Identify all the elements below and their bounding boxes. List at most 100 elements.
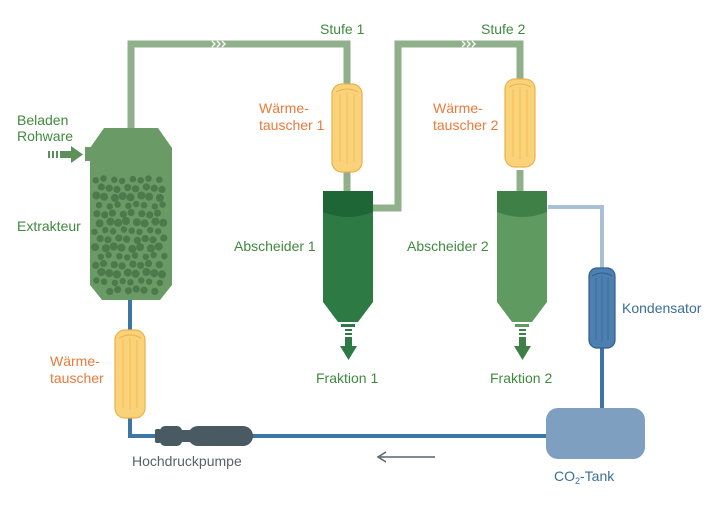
pebble: [142, 253, 149, 260]
pipe-stage1: [127, 40, 351, 128]
flow-direction-arrow-icon: [376, 451, 435, 463]
pebble: [118, 192, 127, 201]
pebble: [100, 175, 107, 182]
pebble: [123, 235, 131, 243]
fraction-1-arrow-icon: [340, 329, 357, 360]
pebble: [160, 234, 168, 242]
extractor-pebbles: [91, 175, 168, 295]
pebble: [111, 279, 119, 287]
pebble: [97, 268, 106, 276]
pebble: [132, 218, 141, 227]
pebble: [124, 184, 132, 192]
pebble: [137, 261, 145, 269]
pebble: [153, 209, 162, 217]
pebble: [127, 208, 135, 217]
flow-chevrons-stage1: [211, 40, 226, 48]
pebble: [119, 210, 127, 218]
pebble: [140, 286, 148, 294]
pebble: [91, 228, 98, 236]
pebble: [136, 243, 145, 252]
pebble: [104, 236, 112, 244]
pebble: [146, 244, 155, 253]
pebble: [96, 235, 104, 243]
pebble: [119, 277, 126, 285]
pebble: [158, 185, 166, 193]
pebble: [93, 277, 100, 284]
pebble: [149, 236, 157, 244]
pebble: [93, 210, 101, 218]
pebble: [106, 287, 114, 295]
pebble: [128, 227, 135, 234]
pebble: [111, 176, 118, 183]
pebble: [133, 200, 140, 208]
label-heat-exchanger-2: Wärme- tauscher 2: [433, 100, 499, 133]
pebble: [142, 268, 151, 276]
pebble: [150, 184, 158, 192]
pebble: [151, 217, 160, 226]
pebble: [109, 228, 117, 235]
label-heat-exchanger-0: Wärme- tauscher: [50, 353, 104, 386]
label-stage1: Stufe 1: [320, 21, 365, 37]
pebble: [125, 202, 132, 209]
pebble: [113, 270, 121, 279]
pebble: [129, 175, 137, 183]
pebble: [136, 228, 143, 236]
pebble: [140, 202, 148, 209]
pebble: [156, 279, 164, 287]
pebble: [131, 252, 139, 259]
pebble: [106, 203, 114, 210]
fraction-2-arrow-icon: [514, 329, 531, 360]
label-fraction-1: Fraktion 1: [316, 370, 378, 386]
pebble: [95, 202, 103, 209]
heat-exchanger-2: [504, 78, 536, 168]
pebble: [138, 210, 146, 218]
pebble: [151, 287, 159, 295]
pebble: [142, 183, 150, 191]
co2-tank: [546, 408, 645, 459]
separator-1: [323, 191, 373, 327]
pebble: [146, 211, 154, 219]
pebble: [92, 261, 100, 269]
pebble: [159, 218, 168, 227]
pebble: [105, 251, 112, 259]
heat-exchanger-1: [331, 83, 363, 173]
pebble: [132, 185, 140, 193]
label-extractor: Extrakteur: [17, 218, 81, 234]
pebble: [102, 226, 109, 234]
pebble: [144, 259, 153, 268]
separator-2: [497, 191, 547, 327]
pebble: [118, 177, 126, 185]
flow-chevrons-stage2: [461, 40, 476, 48]
pebble: [126, 193, 135, 202]
label-fraction-2: Fraktion 2: [490, 370, 552, 386]
pebble: [155, 261, 163, 269]
pebble: [141, 235, 149, 243]
pebble: [137, 191, 146, 200]
pebble: [117, 243, 126, 252]
pebble: [133, 236, 141, 244]
label-heat-exchanger-1: Wärme- tauscher 1: [259, 100, 325, 133]
pebble: [155, 193, 164, 202]
label-pump: Hochdruckpumpe: [132, 453, 242, 469]
label-separator-2: Abscheider 2: [407, 238, 489, 254]
condenser: [588, 267, 616, 349]
pebble: [114, 201, 121, 208]
pebble: [118, 262, 126, 270]
label-stage2: Stufe 2: [481, 21, 526, 37]
pebble: [122, 217, 130, 225]
pipe-pump-hx0: [128, 415, 160, 438]
pebble: [114, 218, 123, 227]
pebble: [101, 211, 109, 219]
pebble: [154, 242, 163, 251]
pebble: [147, 226, 154, 234]
pebble: [115, 234, 123, 242]
pipe-stage2: [371, 40, 524, 212]
pebble: [158, 270, 166, 279]
high-pressure-pump-icon: [155, 426, 253, 446]
pebble: [138, 277, 145, 284]
pebble: [151, 203, 158, 210]
label-separator-1: Abscheider 1: [234, 238, 316, 254]
pebble: [145, 278, 153, 285]
pebble: [114, 286, 122, 294]
